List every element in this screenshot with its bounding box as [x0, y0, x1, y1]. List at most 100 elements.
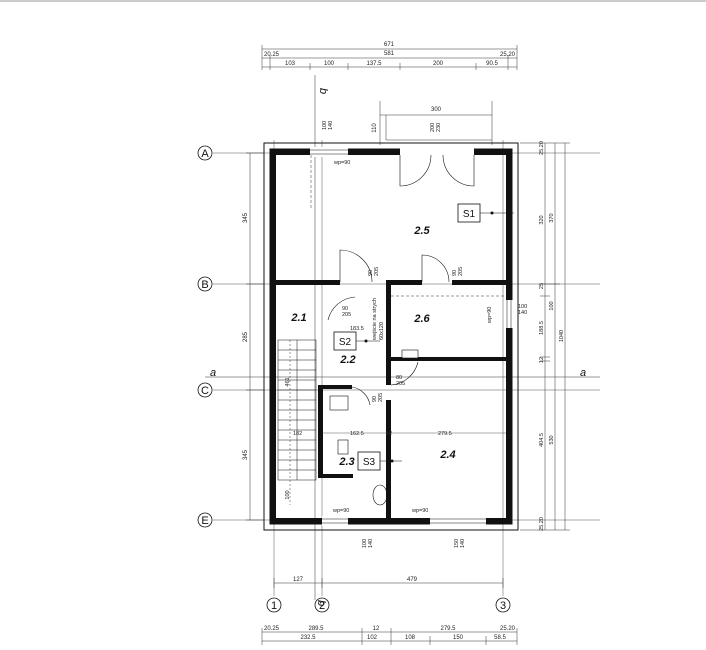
stack-label-s1: S1 [463, 209, 476, 220]
dim-bottom-wall-left: 20.25 [264, 626, 280, 632]
wp-label-b: wp=90 [487, 307, 493, 324]
axis-bubble-C: C [197, 382, 213, 398]
dim-right-25: 25 [539, 283, 545, 289]
top-dimension-chains [261, 45, 518, 70]
bathroom-fixtures [329, 349, 419, 506]
dim-porch-depth: 110 [372, 123, 378, 133]
dim-top-seg-5: 90.5 [486, 61, 498, 67]
dim-bottom-inner-3: 279.5 [440, 626, 456, 632]
dim-bottom-seg-2: 102 [367, 635, 378, 641]
wp-label-a: wp=90 [333, 160, 350, 166]
room-2-1: 2.1 [290, 312, 306, 324]
dim-in-2795: 279.5 [438, 431, 452, 437]
door-label-a: 90205 [368, 267, 380, 276]
dim-right-4045: 404.5 [539, 433, 545, 447]
section-b-top: b [317, 88, 329, 94]
axis-label-E: E [201, 515, 208, 527]
wp-label-d: wp=90 [411, 508, 428, 514]
attic-access-size: 60x120 [379, 322, 385, 340]
room-2-6: 2.6 [413, 313, 430, 325]
dim-bottom-seg-3: 108 [405, 635, 416, 641]
win-label-porch: 200230 [430, 123, 442, 132]
axis-label-B: B [201, 279, 208, 291]
interior-doors [327, 249, 450, 406]
dim-bottom-seg-5: 58.5 [494, 635, 506, 641]
interior-walls [276, 280, 508, 520]
axis-bubble-E: E [197, 512, 213, 528]
dim-bottom-axes-2: 479 [407, 577, 418, 583]
dim-top-total: 671 [384, 42, 395, 48]
dim-bottom-inner-2: 12 [373, 626, 380, 632]
wp-label-c: wp=90 [332, 508, 349, 514]
room-2-2: 2.2 [339, 354, 355, 366]
dim-bottom-inner: 289.5 [308, 626, 324, 632]
dim-top-wall-left: 20.25 [264, 52, 280, 58]
stack-label-s2: S2 [339, 337, 352, 348]
dim-in-1835: 183.5 [350, 326, 364, 332]
dim-right-100: 100 [549, 301, 555, 310]
dim-bottom-seg-4: 150 [453, 635, 464, 641]
dim-right-1885: 188.5 [539, 321, 545, 335]
stack-s2: S2 [333, 331, 380, 351]
dim-top-seg-4: 200 [433, 61, 444, 67]
room-2-3: 2.3 [338, 456, 354, 468]
dim-in-1625: 162.5 [350, 431, 364, 437]
dim-right-wall-a: 25.20 [539, 141, 545, 155]
dim-top-wall-right: 25.20 [500, 52, 516, 58]
staircase [277, 339, 317, 481]
section-a-left: a [210, 367, 216, 379]
room-2-4: 2.4 [439, 449, 455, 461]
dim-right-12: 12 [539, 357, 545, 363]
dim-bottom-wall-right: 25.20 [500, 626, 516, 632]
door-label-d: 90205 [372, 393, 384, 402]
axis-label-1: 1 [271, 600, 277, 612]
dim-in-12: 12 [386, 431, 392, 437]
right-dimension-chains [520, 142, 570, 531]
dim-left-100: 100 [285, 490, 291, 499]
axis-label-2: 2 [319, 600, 325, 612]
dim-left-345a: 345 [243, 212, 249, 223]
hidden-lines [310, 155, 506, 297]
dim-left-285: 285 [243, 331, 249, 342]
dim-porch: 300 [431, 107, 442, 113]
win-bottom-label-b: 150140 [454, 539, 466, 548]
axis-bubble-1: 1 [266, 597, 282, 613]
win-bottom-label-a: 100140 [362, 539, 374, 548]
dim-right-1040: 1040 [559, 330, 565, 342]
axis-label-3: 3 [500, 600, 506, 612]
dim-right-370: 370 [549, 213, 555, 222]
dim-bottom-seg-1: 232.5 [300, 635, 316, 641]
stack-label-s3: S3 [363, 457, 376, 468]
section-a-right: a [580, 367, 586, 379]
porch-outline [379, 101, 493, 145]
axis-bubble-3: 3 [495, 597, 511, 613]
dim-left-461: 461 [285, 377, 291, 386]
axis-bubble-B: B [197, 276, 213, 292]
section-b-bottom: b [315, 600, 327, 606]
windows [310, 147, 514, 526]
dim-top-seg-1: 103 [285, 61, 296, 67]
dim-top-inner: 581 [384, 51, 395, 57]
dim-in-182: 182 [293, 431, 302, 437]
bottom-dimension-chains [261, 578, 518, 645]
axis-label-A: A [201, 148, 209, 160]
axis-bubble-2: 2 [314, 597, 330, 613]
dim-top-seg-3: 137.5 [366, 61, 382, 67]
axis-bubble-A: A [197, 145, 213, 161]
stack-s3: S3 [357, 451, 402, 471]
door-label-b: 90205 [452, 267, 464, 276]
stack-s1: S1 [457, 203, 514, 223]
win-label-a: 100140 [322, 121, 334, 130]
dim-bottom-axes-1: 127 [293, 577, 304, 583]
dim-left-345b: 345 [243, 449, 249, 460]
exterior-walls [263, 142, 519, 531]
dim-right-320: 320 [539, 215, 545, 224]
room-2-5: 2.5 [413, 225, 430, 237]
axis-label-C: C [201, 385, 209, 397]
entrance-door [399, 154, 475, 187]
dim-right-530: 530 [549, 435, 555, 444]
